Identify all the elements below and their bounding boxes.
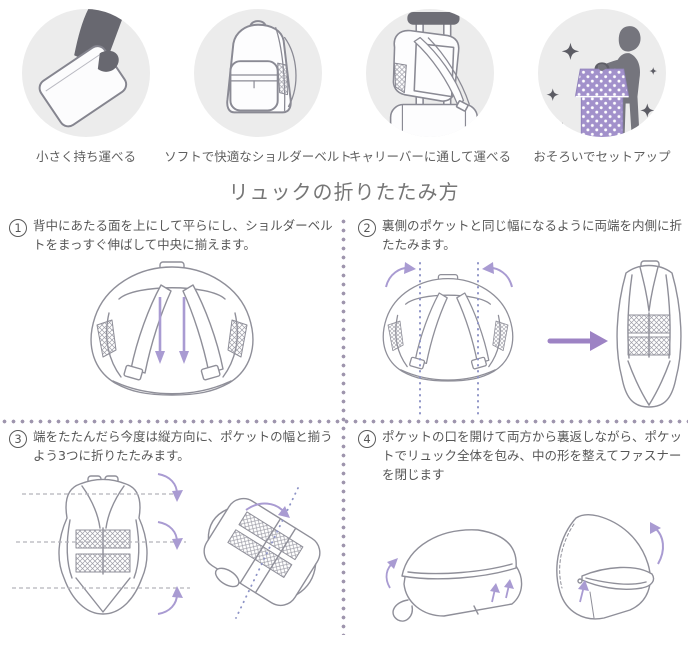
step-3-head: 3 端をたたんだら今度は縦方向に、ポケットの幅と揃うよう3つに折りたたみます。 (0, 424, 344, 466)
step4-wrap-in-pocket-illustration (385, 514, 664, 622)
diagonal-fold-line (235, 486, 299, 619)
feature-circle (193, 8, 323, 138)
step-2: 2 裏側のポケットと同じ幅になるように両端を内側に折たたみます。 (344, 213, 688, 420)
feature-matching-setup: おそろいでセットアップ (516, 8, 688, 165)
vertical-dotted-divider (341, 217, 346, 635)
feature-circle (537, 8, 667, 138)
close-zipper-arrows-right (578, 522, 664, 603)
step-1-art (0, 255, 344, 415)
step-text: 端をたたんだら今度は縦方向に、ポケットの幅と揃うよう3つに折りたたみます。 (33, 429, 333, 463)
step-3-art (0, 466, 344, 630)
step-text: 裏側のポケットと同じ幅になるように両端を内側に折たたみます。 (382, 218, 683, 252)
feature-circle (365, 8, 495, 138)
folding-steps-grid: 1 背中にあたる面を上にして平らにし、ショルダーベルトをまっすぐ伸ばして中央に揃… (0, 213, 688, 635)
backpack-on-carry-bar-icon (365, 8, 495, 138)
step3-fold-in-thirds-illustration (12, 472, 321, 619)
step-number-badge: 3 (9, 430, 27, 448)
step-number-badge: 4 (358, 430, 376, 448)
feature-label: キャリーバーに通して運べる (348, 149, 511, 164)
horizontal-dotted-divider (0, 419, 688, 424)
step-1: 1 背中にあたる面を上にして平らにし、ショルダーベルトをまっすぐ伸ばして中央に揃… (0, 213, 344, 420)
matching-set-person-icon (537, 8, 667, 138)
step-4-art (344, 484, 688, 648)
fold-direction-arrows (157, 472, 183, 615)
straighten-straps-arrows (155, 296, 189, 364)
step-text: 背中にあたる面を上にして平らにし、ショルダーベルトをまっすぐ伸ばして中央に揃えま… (33, 218, 333, 252)
rotate-fold-arrow (245, 502, 290, 518)
next-step-arrow (547, 330, 608, 351)
step-number-badge: 1 (9, 219, 27, 237)
feature-circle (21, 8, 151, 138)
fold-guide-lines (419, 261, 479, 416)
step-1-head: 1 背中にあたる面を上にして平らにし、ショルダーベルトをまっすぐ伸ばして中央に揃… (0, 213, 344, 255)
feature-label: ソフトで快適なショルダーベルト (164, 149, 352, 164)
feature-carry-small: 小さく持ち運べる (0, 8, 172, 165)
step-number-badge: 2 (358, 219, 376, 237)
step-2-head: 2 裏側のポケットと同じ幅になるように両端を内側に折たたみます。 (344, 213, 688, 255)
step-4: 4 ポケットの口を開けて両方から裏返しながら、ポケットでリュック全体を包み、中の… (344, 424, 688, 635)
backpack-front-icon (193, 8, 323, 138)
feature-soft-shoulder-belt: ソフトで快適なショルダーベルト (164, 8, 352, 165)
step-text: ポケットの口を開けて両方から裏返しながら、ポケットでリュック全体を包み、中の形を… (382, 429, 683, 482)
step-4-head: 4 ポケットの口を開けて両方から裏返しながら、ポケットでリュック全体を包み、中の… (344, 424, 688, 484)
step-3: 3 端をたたんだら今度は縦方向に、ポケットの幅と揃うよう3つに折りたたみます。 (0, 424, 344, 635)
fold-inward-arrows (385, 261, 513, 287)
step2-fold-sides-illustration (382, 259, 682, 416)
feature-carry-bar: キャリーバーに通して運べる (344, 8, 516, 165)
feature-label: 小さく持ち運べる (35, 149, 136, 164)
section-title: リュックの折りたたみ方 (228, 180, 460, 204)
folded-pouch-hand-icon (21, 8, 151, 138)
feature-label: おそろいでセットアップ (533, 149, 671, 164)
step-2-art (344, 255, 688, 419)
step1-backpack-flat-illustration (90, 260, 254, 396)
turn-inside-out-arrows-left (385, 558, 514, 603)
feature-row: 小さく持ち運べる (0, 0, 688, 165)
horizontal-fold-lines (12, 492, 190, 589)
